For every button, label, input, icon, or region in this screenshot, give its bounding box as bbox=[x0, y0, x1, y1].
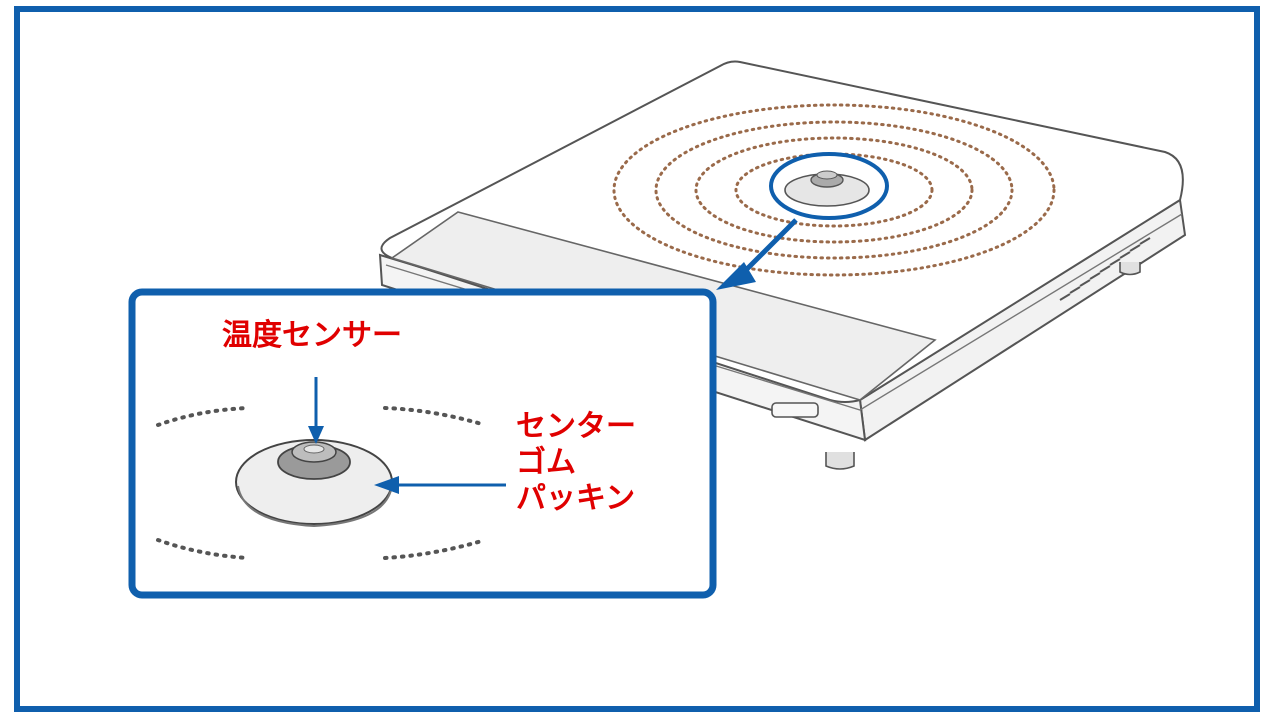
gasket-pointer-arrow bbox=[374, 476, 506, 494]
callout-arrow bbox=[716, 218, 798, 290]
cooktop-sensor-small bbox=[784, 170, 870, 207]
temperature-sensor-label: 温度センサー bbox=[222, 318, 402, 353]
temperature-sensor bbox=[277, 441, 351, 480]
side-vent bbox=[1059, 237, 1151, 301]
highlight-circle bbox=[769, 152, 889, 220]
gasket-label-line-2: ゴム bbox=[516, 445, 576, 480]
sensor-pointer-arrow bbox=[308, 377, 324, 444]
zoom-inset bbox=[128, 288, 717, 599]
gasket-label-line-1: センター bbox=[516, 409, 636, 444]
gasket-label-line-3: パッキン bbox=[516, 481, 636, 516]
outer-frame bbox=[14, 6, 1260, 712]
center-rubber-gasket-label: センター ゴム パッキン bbox=[516, 409, 636, 517]
